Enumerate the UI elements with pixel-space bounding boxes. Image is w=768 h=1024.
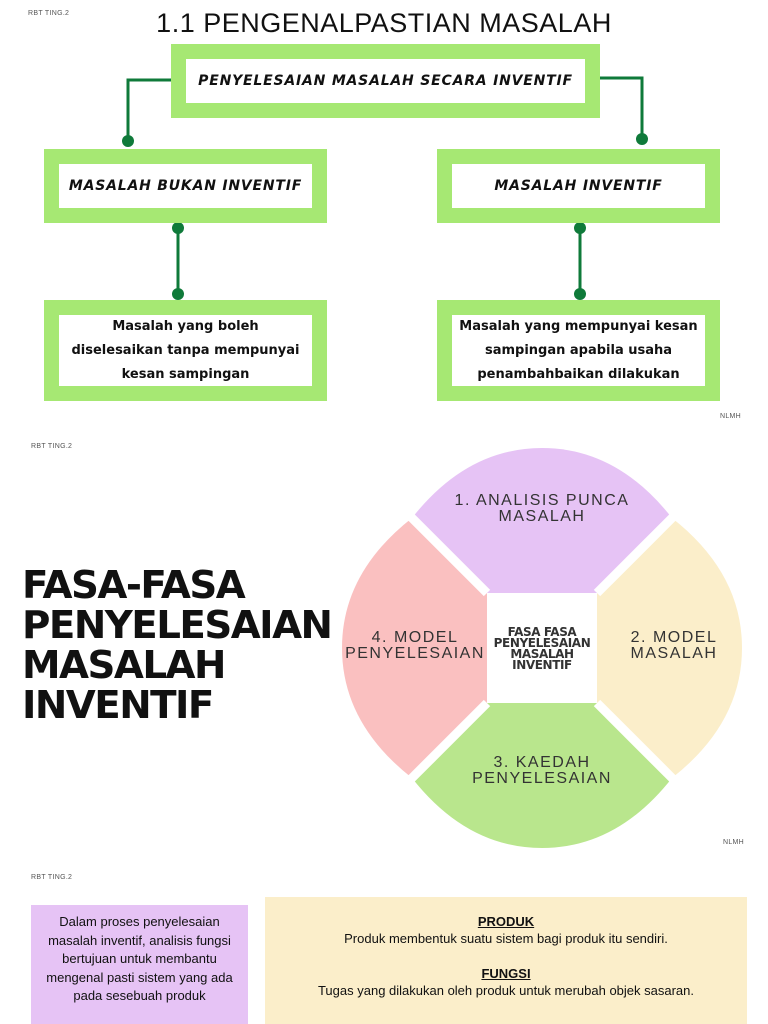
left-description-text: Masalah yang boleh diselesaikan tanpa me… (71, 318, 300, 382)
segment-label-3: 3. KAEDAH PENYELESAIAN (472, 754, 612, 787)
connector-dot (172, 222, 184, 234)
segment-label-2: 2. MODEL MASALAH (630, 629, 718, 662)
left-category-box: MASALAH BUKAN INVENTIF (44, 149, 327, 223)
segment-analisis (412, 448, 672, 593)
function-analysis-note: Dalam proses penyelesaian masalah invent… (31, 905, 248, 1024)
section3-tag: RBT TING.2 (31, 874, 73, 881)
right-category-box: MASALAH INVENTIF (437, 149, 720, 223)
fungsi-heading: FUNGSI (481, 966, 531, 981)
section2-tag: RBT TING.2 (31, 443, 73, 450)
center-label: FASA FASA PENYELESAIAN MASALAH INVENTIF (493, 625, 591, 672)
segment-model-masalah (597, 518, 742, 778)
function-analysis-text: Dalam proses penyelesaian masalah invent… (46, 914, 233, 1003)
section2-signature: NLMH (723, 839, 745, 846)
section1-signature: NLMH (720, 413, 742, 420)
definitions-box: PRODUK Produk membentuk suatu sistem bag… (265, 897, 747, 1024)
connector-root-left (126, 78, 172, 141)
right-category-label: MASALAH INVENTIF (494, 178, 663, 194)
connector-dot (574, 222, 586, 234)
right-description-text: Masalah yang mempunyai kesan sampingan a… (459, 318, 698, 382)
produk-text: Produk membentuk suatu sistem bagi produ… (344, 931, 668, 946)
connector-dot (172, 288, 184, 300)
root-label: PENYELESAIAN MASALAH SECARA INVENTIF (198, 73, 573, 89)
connector-dot (574, 288, 586, 300)
left-category-label: MASALAH BUKAN INVENTIF (68, 178, 303, 194)
section1-title: 1.1 PENGENALPASTIAN MASALAH (156, 8, 612, 38)
segment-kaedah (412, 703, 672, 848)
fungsi-text: Tugas yang dilakukan oleh produk untuk m… (317, 983, 695, 998)
segment-label-1: 1. ANALISIS PUNCA MASALAH (454, 492, 630, 525)
connector-dot (636, 133, 648, 145)
section2-title: FASA-FASA PENYELESAIAN MASALAH INVENTIF (22, 563, 333, 727)
center-square (487, 593, 597, 703)
segment-model-penyelesaian (342, 518, 487, 778)
root-box: PENYELESAIAN MASALAH SECARA INVENTIF (171, 44, 600, 118)
section1-tag: RBT TING.2 (28, 10, 70, 17)
segment-label-4: 4. MODEL PENYELESAIAN (345, 629, 485, 662)
left-description-box: Masalah yang boleh diselesaikan tanpa me… (44, 300, 327, 401)
right-description-box: Masalah yang mempunyai kesan sampingan a… (437, 300, 720, 401)
connector-dot (122, 135, 134, 147)
produk-heading: PRODUK (477, 914, 535, 929)
connector-root-right (598, 76, 644, 139)
